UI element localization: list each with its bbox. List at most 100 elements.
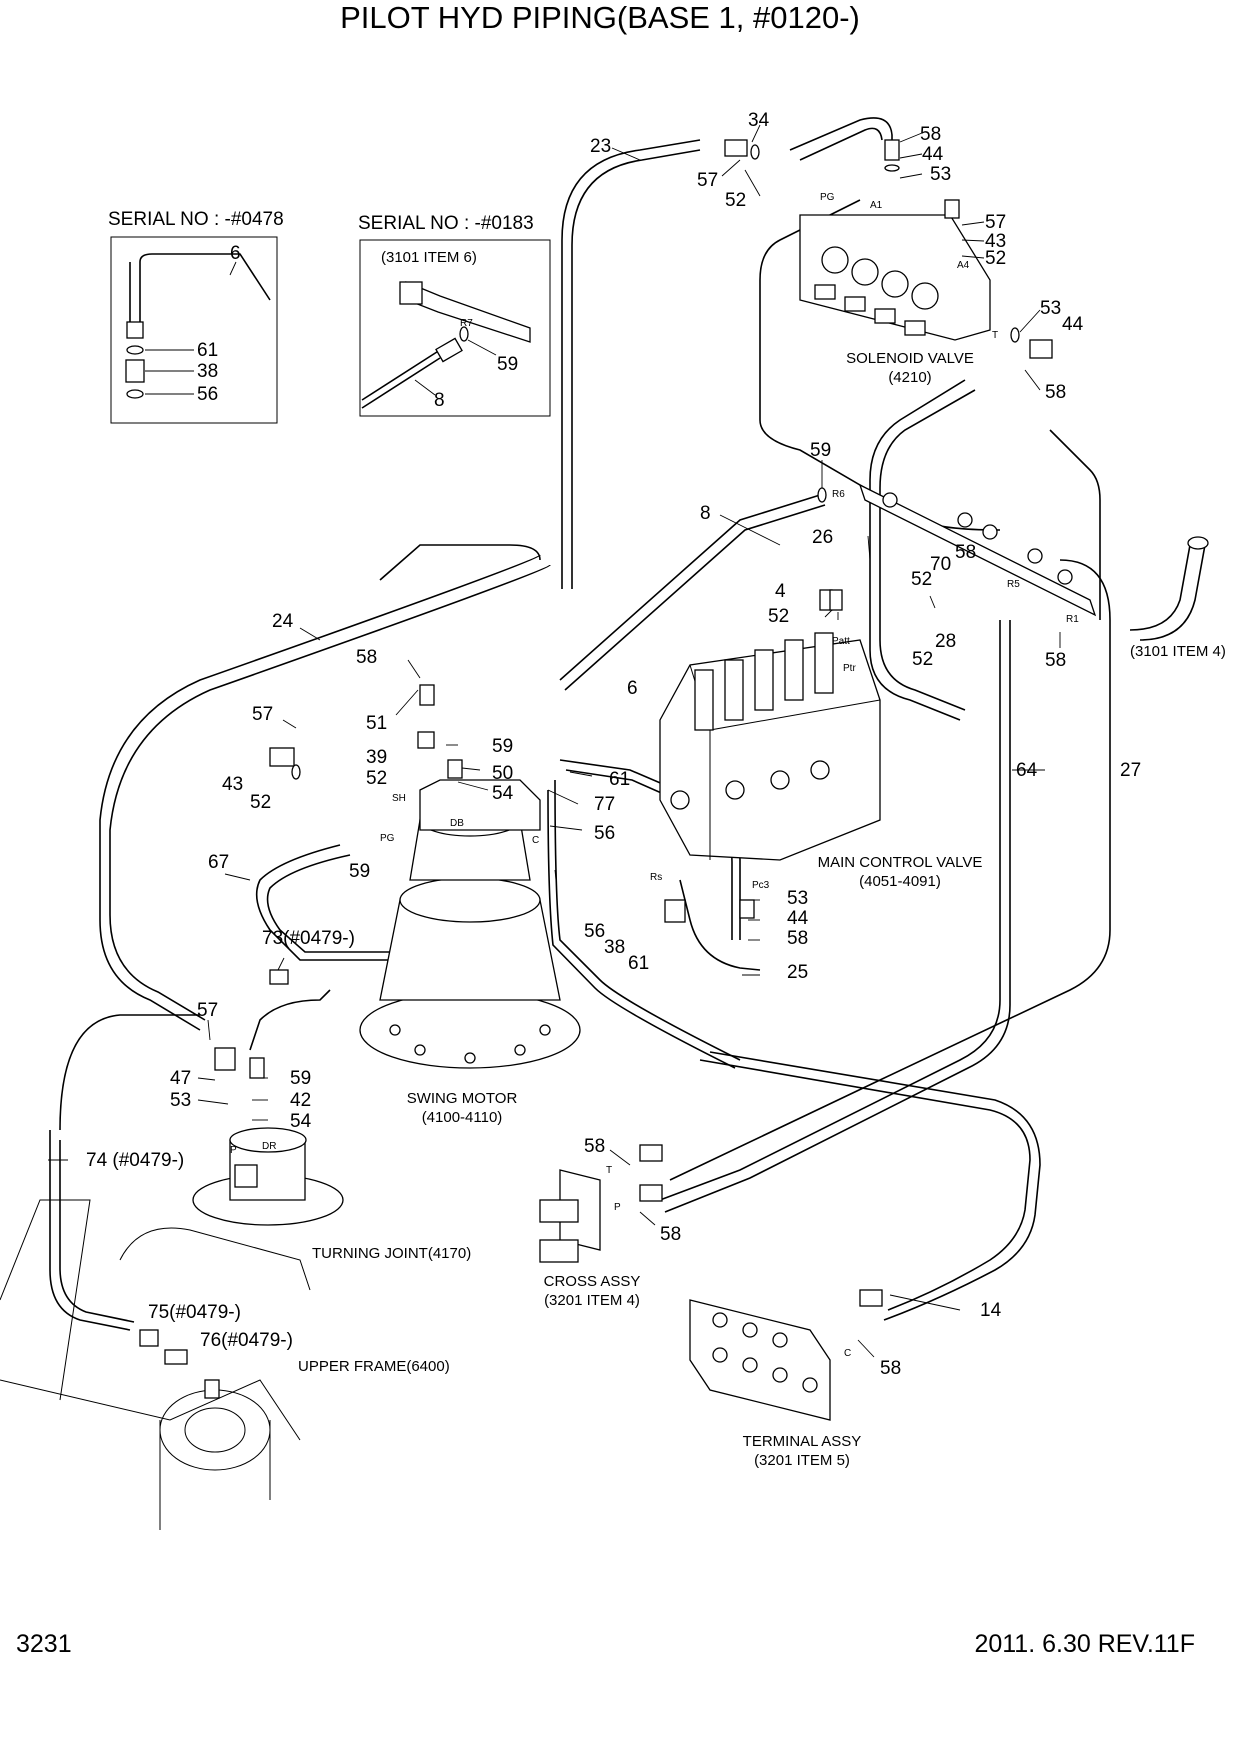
callout: 70	[930, 554, 951, 575]
callout: 38	[197, 361, 218, 382]
hose-8	[379, 544, 541, 581]
callout: 58	[584, 1136, 605, 1157]
callout: 58	[787, 928, 808, 949]
callout: 54	[290, 1111, 312, 1132]
terminal-assy: C TERMINAL ASSY (3201 ITEM 5)	[689, 1299, 861, 1469]
hose-73	[249, 989, 331, 1051]
callout: 58	[920, 124, 941, 145]
cross-assy: T P CROSS ASSY (3201 ITEM 4)	[539, 1165, 641, 1309]
upper-frame-label: UPPER FRAME(6400)	[298, 1358, 450, 1375]
hose-74	[59, 1014, 200, 1131]
callout: 58	[880, 1358, 901, 1379]
callout: 67	[208, 852, 229, 873]
callout: 25	[787, 962, 808, 983]
callout: 56	[584, 921, 605, 942]
callout: 52	[366, 768, 387, 789]
inset-left-heading: SERIAL NO : -#0478	[108, 209, 284, 230]
turning-joint: P DR TURNING JOINT(4170)	[192, 1127, 471, 1262]
callout: 8	[434, 390, 445, 411]
callout: 52	[250, 792, 271, 813]
svg-text:Pc3: Pc3	[752, 880, 770, 891]
callout: 59	[349, 861, 370, 882]
callout: 56	[594, 823, 615, 844]
callout: 58	[1045, 650, 1066, 671]
callout: 53	[930, 164, 951, 185]
solenoid-valve: PG A1 A4 T SOLENOID VALVE (4210)	[799, 192, 998, 386]
callout: 57	[197, 1000, 218, 1021]
callout: 52	[768, 606, 789, 627]
svg-text:P: P	[230, 1145, 237, 1156]
mcv-label: MAIN CONTROL VALVE	[818, 854, 983, 871]
fittings	[139, 139, 1053, 1399]
terminal-assy-code: (3201 ITEM 5)	[754, 1452, 850, 1469]
svg-text:C: C	[532, 835, 539, 846]
callout: 74 (#0479-)	[86, 1150, 184, 1171]
callout: 51	[366, 713, 387, 734]
inset-right-frame	[359, 239, 551, 417]
callout: 43	[985, 231, 1006, 252]
hose-58-top	[789, 117, 893, 151]
callout: 44	[1062, 314, 1084, 335]
callout: 57	[252, 704, 273, 725]
swing-motor-label: SWING MOTOR	[407, 1090, 518, 1107]
inset-serial-0478: SERIAL NO : -#0478 6 61 38 56	[108, 209, 284, 424]
mcv-body	[659, 639, 881, 861]
callout: 43	[222, 774, 243, 795]
callout: 8	[700, 503, 711, 524]
inset-right-heading: SERIAL NO : -#0183	[358, 213, 534, 234]
cross-assy-code: (3201 ITEM 4)	[544, 1292, 640, 1309]
solenoid-valve-label: SOLENOID VALVE	[846, 350, 974, 367]
svg-text:DB: DB	[450, 818, 464, 829]
callout: 59	[492, 736, 513, 757]
svg-text:R6: R6	[832, 489, 845, 500]
svg-text:PG: PG	[820, 192, 835, 203]
hose-23	[561, 139, 701, 589]
turning-joint-label: TURNING JOINT(4170)	[312, 1245, 471, 1262]
hose-14	[699, 1059, 1031, 1311]
callout: 53	[170, 1090, 191, 1111]
inset-left-frame	[110, 236, 278, 424]
svg-text:Patt: Patt	[832, 636, 850, 647]
callout: 14	[980, 1300, 1002, 1321]
cross-assy-label: CROSS ASSY	[544, 1273, 641, 1290]
svg-text:R1: R1	[1066, 614, 1079, 625]
svg-text:PG: PG	[380, 833, 395, 844]
callout: 52	[912, 649, 933, 670]
callout: 73(#0479-)	[262, 928, 355, 949]
solenoid-valve-code: (4210)	[888, 369, 931, 386]
callout: 23	[590, 136, 611, 157]
hose-25	[679, 879, 761, 971]
hose-26	[759, 199, 1001, 531]
callout: 52	[985, 248, 1006, 269]
callout: 77	[594, 794, 615, 815]
callout: 38	[604, 937, 625, 958]
callout: 52	[911, 569, 932, 590]
callout-leaders	[48, 124, 1061, 1358]
svg-text:A4: A4	[957, 260, 970, 271]
svg-text:P: P	[614, 1202, 621, 1213]
callout: 61	[197, 340, 218, 361]
revision-date: 2011. 6.30 REV.11F	[974, 1630, 1195, 1658]
callout: 57	[697, 170, 718, 191]
callout: 53	[787, 888, 808, 909]
ref-3101-item4: (3101 ITEM 4)	[1130, 643, 1226, 660]
svg-text:R5: R5	[1007, 579, 1020, 590]
svg-text:DR: DR	[262, 1141, 276, 1152]
hose-24	[99, 554, 541, 1031]
pipe-3101-item4	[1129, 544, 1191, 631]
inset-serial-0183: SERIAL NO : -#0183 (3101 ITEM 6) R7 59 8	[358, 213, 551, 417]
pilot-manifold-pipe: R6 R5 R1 (3101 ITEM 4)	[832, 483, 1226, 660]
svg-text:A1: A1	[870, 200, 883, 211]
callouts: 23 34 57 52 58 44 53 57 43 52 53 44 58 5…	[86, 110, 1141, 1379]
callout: 42	[290, 1090, 311, 1111]
callout: 47	[170, 1068, 191, 1089]
callout: 64	[1016, 760, 1038, 781]
page-title: PILOT HYD PIPING(BASE 1, #0120-)	[340, 0, 860, 35]
callout: 76(#0479-)	[200, 1330, 293, 1351]
callout: 56	[197, 384, 218, 405]
callout: 44	[922, 144, 944, 165]
inset-right-ref: (3101 ITEM 6)	[381, 249, 477, 266]
callout: 39	[366, 747, 387, 768]
callout: 58	[955, 542, 976, 563]
